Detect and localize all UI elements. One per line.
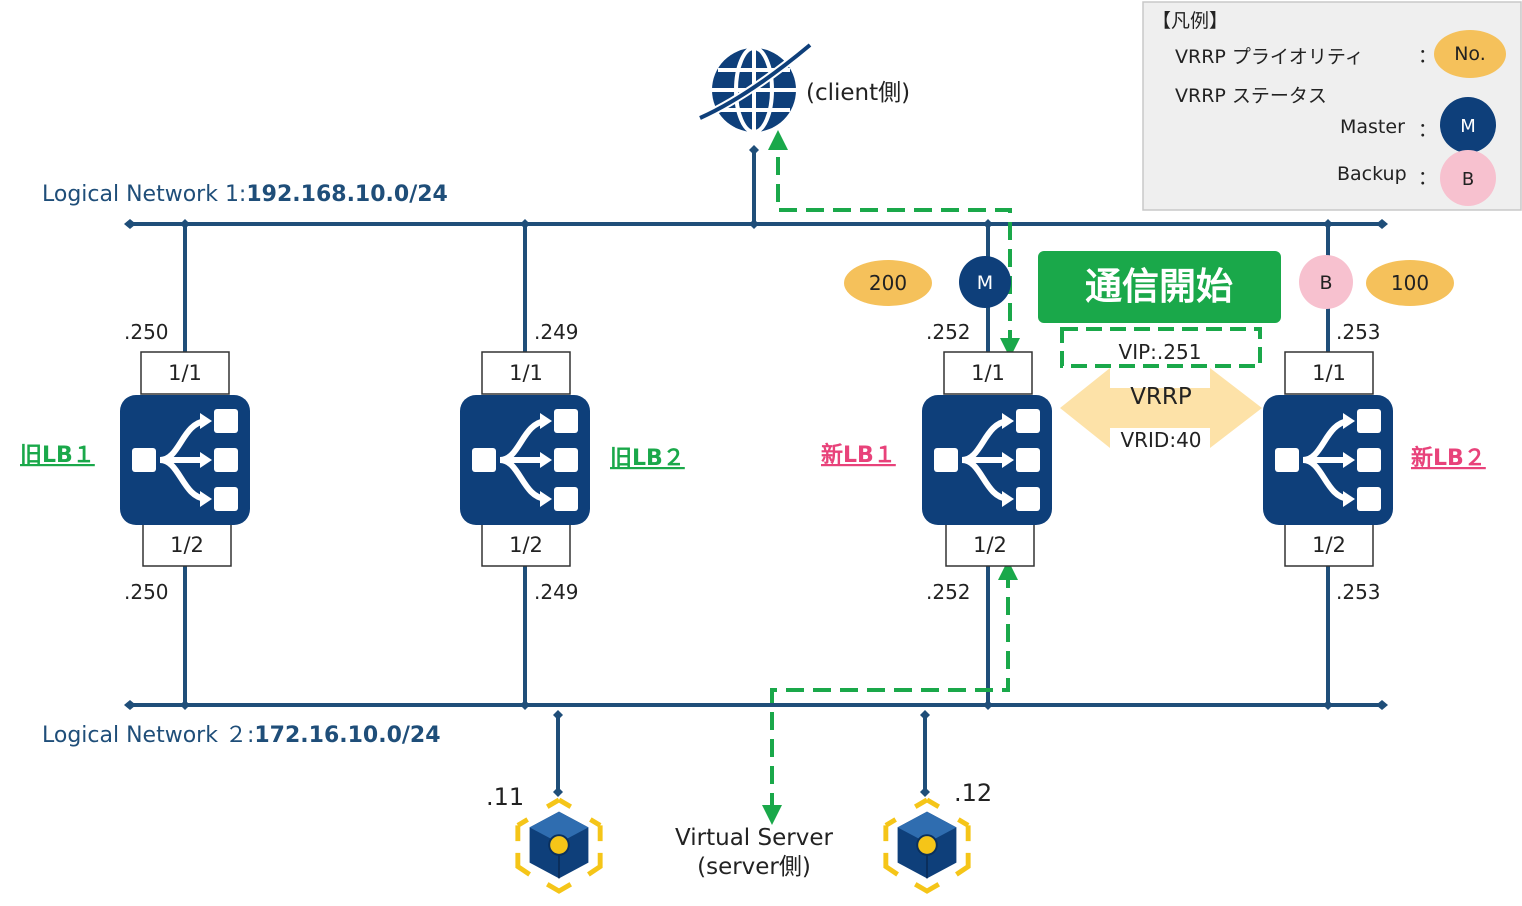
legend-master-sample-text: M <box>1460 116 1476 137</box>
lb1-bottom-port: 1/2 <box>170 533 204 557</box>
lb3-top-ip: .252 <box>926 320 971 344</box>
lb-name-new-1: 新LB１ <box>821 442 896 468</box>
vip-box <box>1060 327 1262 368</box>
master-status-badge <box>959 256 1011 308</box>
lb-icon-new-2 <box>1263 395 1393 525</box>
legend-priority-sample <box>1434 30 1506 78</box>
start-communication-badge <box>1038 251 1281 323</box>
lb3-top-port: 1/1 <box>971 361 1005 385</box>
lb-icon-new-1 <box>922 395 1052 525</box>
server-1-ip: .11 <box>486 783 524 811</box>
legend-master-label: Master <box>1340 116 1405 138</box>
vrrp-label: VRRP <box>1130 384 1192 410</box>
server-cube-icon <box>518 800 600 891</box>
lb4-bottom-port: 1/2 <box>1312 533 1346 557</box>
port-boxes <box>140 351 1374 567</box>
lb-name-new-2: 新LB２ <box>1411 445 1486 471</box>
legend-priority-label: VRRP プライオリティ <box>1175 46 1364 68</box>
lb2-top-ip: .249 <box>534 320 579 344</box>
virtual-server-label: Virtual Server <box>675 825 833 851</box>
lb-name-old-2: 旧LB２ <box>610 446 685 471</box>
lb4-top-ip: .253 <box>1336 320 1381 344</box>
lb4-top-port: 1/1 <box>1312 361 1346 385</box>
legend-colon-3: ： <box>1418 167 1437 189</box>
legend-colon-2: ： <box>1418 119 1437 141</box>
vrid-label: VRID:40 <box>1120 428 1201 452</box>
bus-end-markers <box>124 219 1388 710</box>
lb-icon-old-2 <box>460 395 590 525</box>
legend-backup-label: Backup <box>1337 163 1407 185</box>
traffic-path-lower <box>762 560 1018 825</box>
lb2-top-port: 1/1 <box>509 361 543 385</box>
vip-label: VIP:.251 <box>1119 340 1202 364</box>
globe-icon <box>698 41 813 134</box>
legend-colon-1: ： <box>1418 45 1437 67</box>
priority-value-new-lb2: 100 <box>1391 271 1429 295</box>
server-links <box>556 715 927 792</box>
network-1-label: Logical Network 1:192.168.10.0/24 <box>42 182 448 207</box>
traffic-path-upper <box>768 130 1020 358</box>
backup-status-badge <box>1299 255 1353 309</box>
start-communication-label: 通信開始 <box>1085 265 1233 308</box>
legend-backup-sample-text: B <box>1462 169 1474 190</box>
master-status-label: M <box>977 272 993 294</box>
lb3-bottom-port: 1/2 <box>973 533 1007 557</box>
virtual-server-side: (server側) <box>697 854 811 880</box>
legend-backup-sample <box>1440 150 1496 206</box>
backup-status-label: B <box>1319 272 1332 294</box>
lb2-bottom-port: 1/2 <box>509 533 543 557</box>
legend-master-sample <box>1440 97 1496 153</box>
lb4-bottom-ip: .253 <box>1336 580 1381 604</box>
lb1-top-port: 1/1 <box>168 361 202 385</box>
priority-value-new-lb1: 200 <box>869 271 907 295</box>
server-2-ip: .12 <box>954 779 992 807</box>
lb1-bottom-ip: .250 <box>124 580 169 604</box>
legend-priority-sample-text: No. <box>1454 43 1486 65</box>
lb-icon-old-1 <box>120 395 250 525</box>
vrrp-double-arrow <box>1060 368 1262 448</box>
priority-badge-new-lb2 <box>1366 260 1454 306</box>
client-label: (client側) <box>806 80 910 106</box>
legend-status-label: VRRP ステータス <box>1175 85 1327 107</box>
lb-name-old-1: 旧LB１ <box>20 443 95 468</box>
network-2-label: Logical Network ２:172.16.10.0/24 <box>42 723 441 748</box>
lb3-bottom-ip: .252 <box>926 580 971 604</box>
priority-badge-new-lb1 <box>844 260 932 306</box>
legend-title: 【凡例】 <box>1152 10 1228 32</box>
lb1-top-ip: .250 <box>124 320 169 344</box>
lb2-bottom-ip: .249 <box>534 580 579 604</box>
server-cube-icon <box>886 800 968 891</box>
